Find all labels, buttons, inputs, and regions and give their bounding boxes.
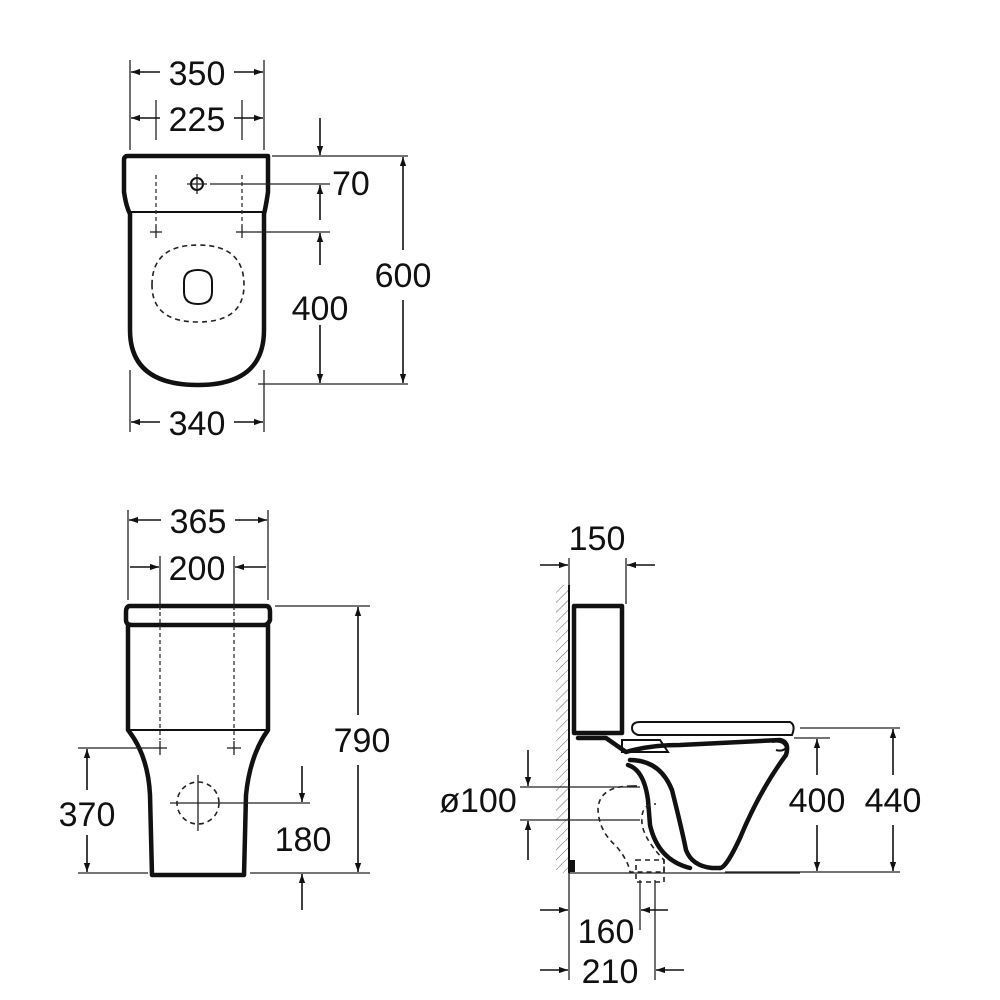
dim-label-150: 150 — [569, 520, 626, 558]
dim-label-200: 200 — [169, 550, 226, 588]
side-bowl-outline — [575, 735, 790, 871]
dim-label-370: 370 — [59, 796, 116, 834]
dim-label-365: 365 — [170, 503, 227, 541]
side-foot — [570, 860, 575, 872]
dim-label-600: 600 — [375, 257, 432, 295]
side-outlet-dashed — [597, 785, 665, 873]
side-seat-lid — [630, 721, 795, 736]
dim-label-70: 70 — [332, 165, 370, 203]
front-fixing-holes — [153, 741, 241, 755]
dim-label-160: 160 — [578, 913, 635, 951]
bowl-opening — [183, 268, 213, 306]
dim-label-210: 210 — [582, 953, 639, 991]
front-tank-outline — [123, 603, 273, 628]
side-bowl-inner — [627, 757, 723, 871]
dim-label-440: 440 — [865, 782, 922, 820]
dim-label-400: 400 — [292, 290, 349, 328]
front-view: 365 200 790 370 180 — [59, 502, 391, 910]
dim-label-diameter-100: ø100 — [439, 782, 517, 820]
top-view: 350 225 70 400 600 340 — [121, 54, 432, 443]
dim-label-790: 790 — [334, 722, 391, 760]
seat-outline-dashed — [151, 244, 245, 323]
side-tank-outline — [571, 603, 625, 736]
side-bowl-base — [625, 762, 693, 871]
fixing-holes — [150, 226, 248, 238]
front-body-outline — [125, 622, 271, 878]
dim-label-340: 340 — [169, 405, 226, 443]
top-view-outline — [121, 153, 271, 388]
dim-label-side-400: 400 — [789, 782, 846, 820]
dim-label-350: 350 — [169, 55, 226, 93]
dim-label-180: 180 — [275, 821, 332, 859]
front-outlet-dashed — [170, 775, 226, 831]
side-view: 150 ø100 400 440 160 210 — [439, 520, 921, 991]
dim-label-225: 225 — [169, 101, 226, 139]
wall-hatch — [556, 585, 569, 873]
side-flush-pipe — [621, 739, 670, 753]
flush-button-symbol — [187, 174, 207, 194]
